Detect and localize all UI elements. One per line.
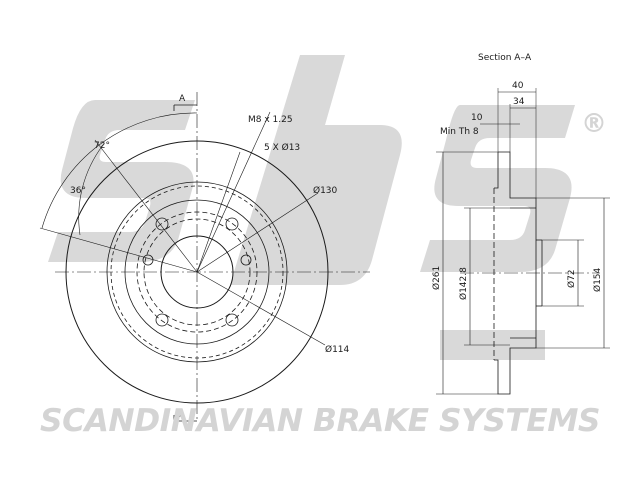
section-view [436, 88, 610, 395]
registered-mark: ® [581, 109, 607, 139]
dim-dia-261: Ø261 [431, 266, 442, 290]
dim-min-thickness: Min Th 8 [440, 127, 479, 137]
holes-label: 5 X Ø13 [264, 142, 300, 153]
pcd-114-label: Ø114 [325, 344, 350, 355]
dim-width-34: 34 [513, 97, 525, 107]
dim-dia-72: Ø72 [566, 269, 577, 288]
angle-36-label: 36° [70, 186, 86, 196]
section-marker-top: A [179, 94, 186, 104]
dim-thickness-10: 10 [471, 113, 483, 123]
pcd-130-label: Ø130 [313, 185, 338, 196]
brand-tagline: SCANDINAVIAN BRAKE SYSTEMS [40, 403, 600, 439]
angle-72-label: 72° [94, 141, 110, 151]
front-view [39, 92, 370, 422]
section-title: Section A–A [478, 53, 532, 63]
dim-width-40: 40 [512, 81, 524, 91]
dim-dia-154: Ø154 [592, 267, 603, 292]
dim-dia-142-8: Ø142.8 [458, 267, 469, 300]
section-marker-bottom: A [179, 410, 186, 420]
thread-label: M8 x 1.25 [248, 115, 293, 125]
